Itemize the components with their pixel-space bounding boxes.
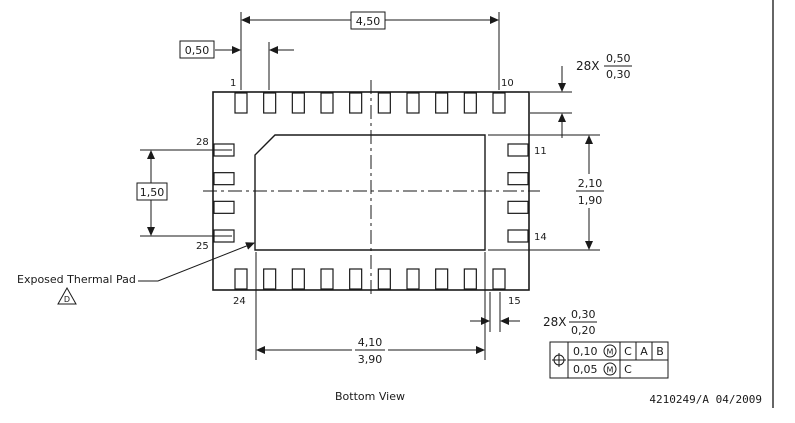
- pad: [507, 229, 529, 243]
- pad: [377, 92, 391, 114]
- pad-height-min: 1,90: [578, 194, 603, 207]
- pad: [435, 268, 449, 290]
- pad-height-max: 2,10: [578, 177, 603, 190]
- pad: [291, 92, 305, 114]
- lead-len-qty: 28X: [543, 315, 567, 329]
- tolerance-row2-value: 0,05: [573, 363, 598, 376]
- pad: [213, 200, 235, 214]
- mmc-icon-row1: [603, 344, 617, 358]
- mmc-icon-row2: [603, 362, 617, 376]
- pad: [406, 92, 420, 114]
- thermal-pad-leader: [138, 242, 255, 282]
- pad: [463, 92, 477, 114]
- pad-width-min: 3,90: [358, 353, 383, 366]
- pad: [263, 268, 277, 290]
- drawing-number: 4210249/A 04/2009: [649, 393, 762, 406]
- pad: [507, 172, 529, 186]
- pads-left-column: [213, 143, 235, 243]
- pad: [349, 92, 363, 114]
- note-triangle-icon: [57, 286, 77, 305]
- datum-b-row1: B: [656, 345, 664, 358]
- datum-a-row1: A: [640, 345, 648, 358]
- pads-right-column: [507, 143, 529, 243]
- view-label: Bottom View: [335, 390, 405, 403]
- lead-len-max: 0,30: [571, 308, 596, 321]
- lead-width-qty: 28X: [576, 59, 600, 73]
- mmc-modifier-row2: M: [607, 366, 614, 375]
- pin-28-label: 28: [196, 137, 209, 148]
- pad: [507, 143, 529, 157]
- pitch-value: 0,50: [185, 44, 210, 57]
- pin-1-label: 1: [230, 78, 236, 89]
- lead-width-min: 0,30: [606, 68, 631, 81]
- pad: [377, 268, 391, 290]
- pad: [492, 92, 506, 114]
- pads-top-row: [234, 92, 506, 114]
- pin-15-label: 15: [508, 296, 521, 307]
- feature-control-frame: [549, 341, 669, 379]
- pad: [463, 268, 477, 290]
- thermal-pad: [254, 134, 486, 251]
- pad: [320, 92, 334, 114]
- mmc-modifier-row1: M: [607, 348, 614, 357]
- pin-14-label: 14: [534, 232, 547, 243]
- pin-10-label: 10: [501, 78, 514, 89]
- pad-width-max: 4,10: [358, 336, 383, 349]
- side-span-value-box: [136, 182, 168, 201]
- lead-len-min: 0,20: [571, 324, 596, 337]
- pad: [213, 172, 235, 186]
- pad: [234, 92, 248, 114]
- pad: [349, 268, 363, 290]
- pin-11-label: 11: [534, 146, 547, 157]
- side-span-value: 1,50: [140, 186, 165, 199]
- lead-width-max: 0,50: [606, 52, 631, 65]
- span-value: 4,50: [356, 15, 381, 28]
- pad: [320, 268, 334, 290]
- thermal-pad-label: Exposed Thermal Pad: [17, 273, 136, 286]
- pin-25-label: 25: [196, 241, 209, 252]
- datum-c-row2: C: [624, 363, 632, 376]
- pad: [406, 268, 420, 290]
- tolerance-row1-value: 0,10: [573, 345, 598, 358]
- position-icon: [552, 353, 566, 367]
- pin-24-label: 24: [233, 296, 246, 307]
- span-value-box: [350, 11, 386, 30]
- pad: [492, 268, 506, 290]
- pads-bottom-row: [234, 268, 506, 290]
- note-reference: D: [64, 295, 70, 304]
- datum-c-row1: C: [624, 345, 632, 358]
- pad: [507, 200, 529, 214]
- pad-width-label-bg: [352, 334, 388, 368]
- pad: [234, 268, 248, 290]
- pad: [435, 92, 449, 114]
- pad: [263, 92, 277, 114]
- pitch-value-box: [179, 40, 215, 59]
- pad: [291, 268, 305, 290]
